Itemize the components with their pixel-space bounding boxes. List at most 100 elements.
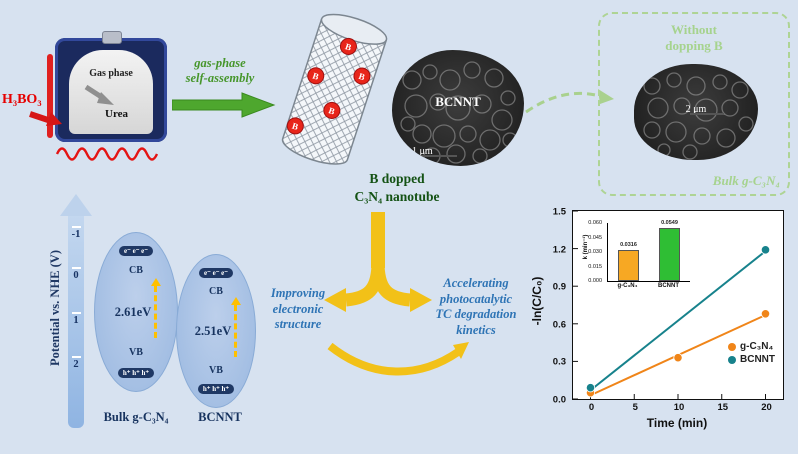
pore-ring [400, 116, 416, 132]
benefit-left-line1: Improving [270, 286, 326, 300]
pore-ring [429, 93, 447, 111]
pore-ring [412, 124, 432, 144]
bar-value-label: 0.0316 [620, 242, 637, 249]
data-point [760, 245, 771, 255]
pore-ring [479, 129, 501, 151]
splitter-arrows-icon [324, 212, 469, 376]
bar [617, 250, 640, 281]
inset-y-tick-label: 0.000 [588, 278, 602, 284]
process-label-line1: gas-phase [194, 56, 246, 70]
pore-ring [472, 94, 492, 114]
pore-ring [673, 97, 691, 115]
band-caption-bulk: Bulk g-C₃N₄ [103, 410, 169, 424]
inset-y-tick-label: 0.045 [588, 234, 602, 241]
band-caption-bcnnt: BCNNT [198, 410, 242, 424]
nanotube-caption: B dopped C₃N₄ nanotube [322, 170, 472, 205]
scale-bar-text: 2 μm [685, 104, 707, 116]
boron-atom-icon [353, 67, 371, 85]
boron-label: B [344, 41, 353, 52]
x-tick-label: 10 [673, 402, 685, 413]
holes-label: h⁺ h⁺ h⁺ [197, 384, 235, 394]
legend-item: BCNNT [728, 354, 775, 365]
benefit-right-line2: photocatalytic [439, 291, 513, 306]
pore-ring [445, 95, 471, 121]
legend-label: g-C₃N₄ [740, 341, 774, 352]
benefit-right-line3: TC degradation [435, 307, 517, 322]
pore-ring [647, 97, 669, 119]
pore-ring [731, 81, 749, 99]
reagent-label: H₃BO₃ [2, 92, 42, 107]
electrons-label: e⁻ e⁻ e⁻ [119, 246, 153, 256]
cb-label: CB [129, 265, 143, 276]
without-doping-title: Without dopping B [600, 22, 788, 55]
legend-label: BCNNT [740, 354, 775, 365]
pore-ring [502, 132, 518, 148]
legend-item: g-C₃N₄ [728, 341, 775, 352]
band-gap-arrow-icon [231, 297, 242, 357]
pore-ring [682, 144, 698, 160]
pore-ring [643, 121, 661, 139]
legend-dot-icon [728, 342, 736, 351]
inset-bars: 0.0316 0.0549 [607, 220, 690, 282]
nanotube-illustration: B B B B B [281, 13, 388, 165]
pore-ring [716, 128, 736, 148]
axis-arrowhead-icon [60, 194, 92, 216]
benefit-left-line3: structure [274, 317, 322, 332]
benefit-right-line4: kinetics [456, 322, 496, 337]
electrons-label: e⁻ e⁻ e⁻ [199, 268, 233, 278]
band-ellipse-bulk: e⁻ e⁻ e⁻ CB 2.61eV VB h⁺ h⁺ h⁺ [94, 232, 178, 392]
tick-label: 2 [73, 359, 79, 370]
boron-label: B [291, 121, 300, 132]
y-tick-label: 1.5 [552, 206, 566, 218]
process-arrow-label: gas-phase self-assembly [160, 56, 280, 86]
x-tick-label: 0 [588, 402, 595, 413]
tick-mark [71, 356, 81, 358]
band-ellipse-bcnnt: e⁻ e⁻ e⁻ CB 2.51eV VB h⁺ h⁺ h⁺ [176, 254, 256, 408]
y-tick-label: 1.2 [552, 244, 566, 256]
benefit-text-left: Improving electronic structure [256, 286, 340, 333]
reagent-feed-arrow-icon [29, 111, 62, 126]
legend-dot-icon [728, 355, 736, 364]
y-tick-label: 0.9 [552, 281, 566, 293]
pore-ring [666, 72, 682, 88]
tick-mark [71, 312, 81, 314]
pore-ring [484, 68, 504, 88]
pore-ring [402, 70, 422, 90]
band-gap-arrow-icon [151, 278, 162, 338]
benefit-left-line2: electronic [272, 301, 324, 316]
axis-tick: -1 [68, 226, 84, 240]
pore-ring [472, 148, 488, 164]
chart-legend: g-C₃N₄ BCNNT [728, 341, 775, 365]
vb-label: VB [129, 347, 143, 358]
x-tick-label: 15 [717, 402, 729, 413]
inset-bar-column: 0.0549 [649, 220, 690, 281]
inset-bar-column: 0.0316 [608, 223, 649, 281]
band-gap: 2.51eV [195, 297, 242, 357]
furnace-lid [102, 31, 122, 44]
pore-ring [432, 124, 456, 148]
boron-atoms: B B B B B [286, 37, 371, 135]
pore-ring [491, 109, 513, 131]
pore-ring [439, 69, 461, 91]
pore-ring [693, 127, 711, 145]
gas-phase-label: Gas phase [89, 68, 133, 79]
flames-icon [55, 147, 159, 161]
band-gap-value: 2.61eV [114, 304, 152, 319]
scale-bar-line [416, 154, 457, 157]
inset-category-label: g-C₃N₄ [617, 283, 638, 289]
boron-atom-icon [307, 67, 325, 85]
x-axis-label: Time (min) [646, 416, 708, 430]
sem-image-bcnnt: BCNNT 1 μm [392, 50, 524, 166]
pore-ring [665, 121, 687, 143]
furnace-heater-stripe [47, 54, 53, 138]
benefit-text-right: Accelerating photocatalytic TC degradati… [420, 276, 532, 339]
without-doping-panel: Without dopping B 2 μm Bulk g-C₃N₄ [598, 12, 790, 196]
y-tick-label: 0.0 [552, 394, 566, 406]
potential-axis-bar [68, 216, 84, 428]
band-gap: 2.61eV [114, 278, 162, 338]
tick-label: 0 [73, 270, 79, 281]
inset-y-tick-label: 0.060 [588, 220, 602, 226]
